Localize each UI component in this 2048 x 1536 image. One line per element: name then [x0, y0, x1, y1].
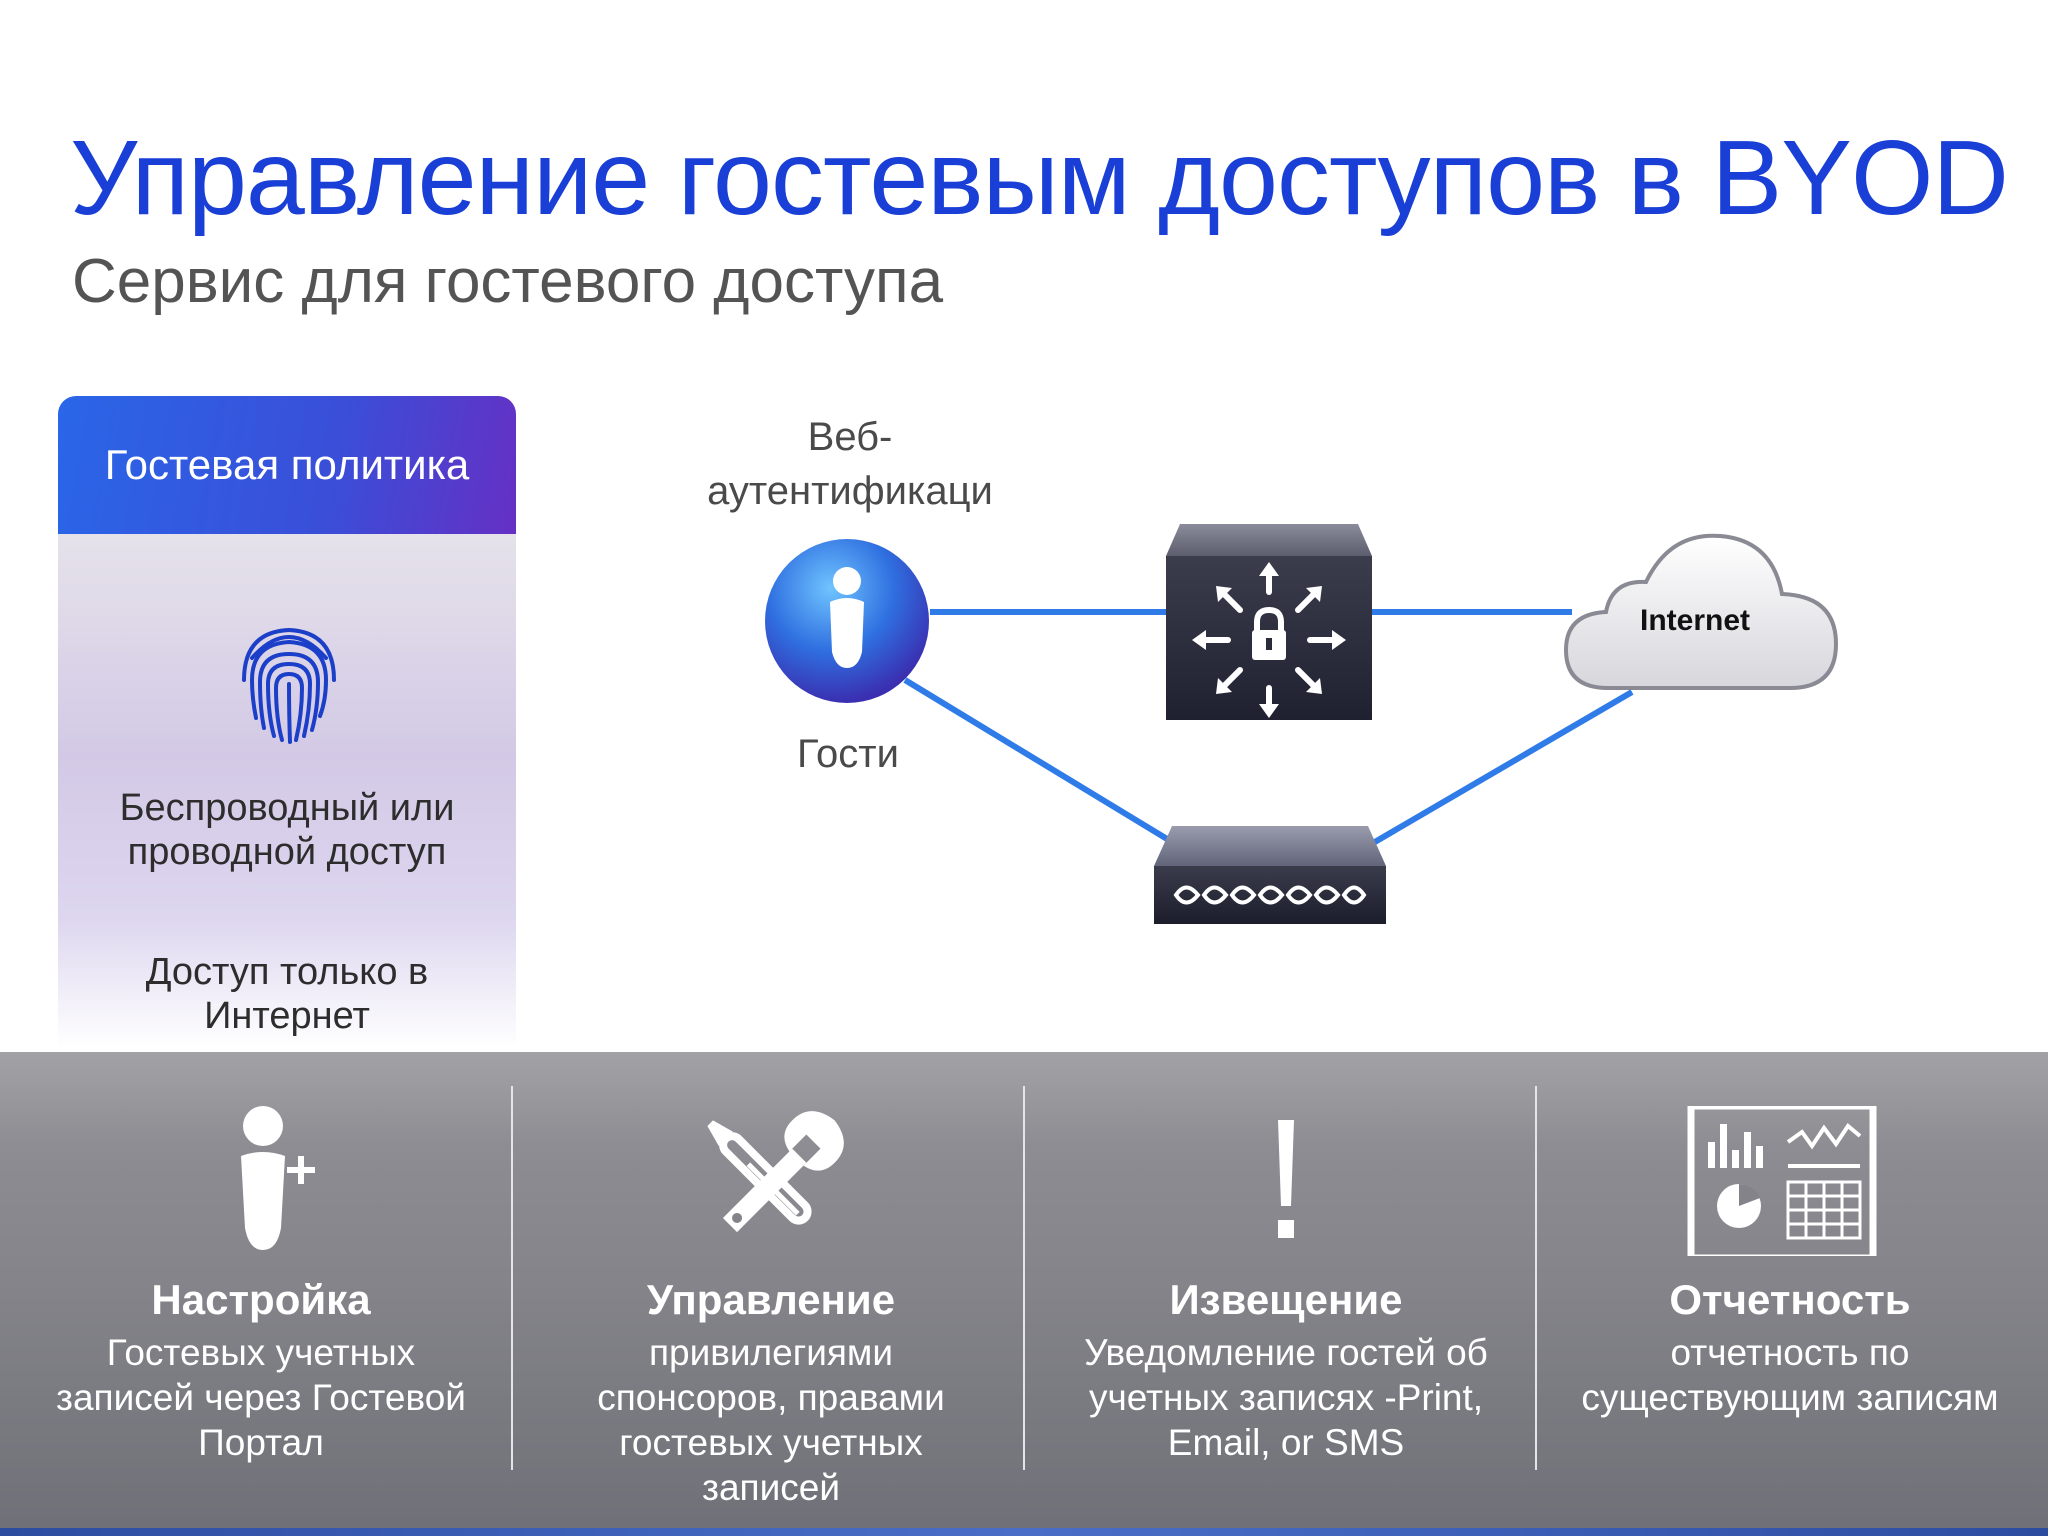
exclamation-icon: [1278, 1120, 1294, 1238]
feature-setup: Настройка Гостевых учетных записей через…: [5, 1052, 517, 1528]
report-icon: [1687, 1106, 1877, 1256]
user-icon: [765, 539, 929, 703]
feature-management-heading: Управление: [646, 1276, 896, 1323]
policy-internet-only-text: Доступ только в Интернет: [145, 951, 429, 1037]
tools-icon: [707, 1111, 844, 1233]
internet-cloud-label: Internet: [1640, 604, 1751, 637]
feature-reporting-description: отчетность по существующим записям: [1581, 1332, 1999, 1418]
slide-subtitle: Сервис для гостевого доступа: [72, 247, 944, 316]
slide-title: Управление гостевым доступов в BYOD: [70, 119, 2009, 237]
feature-reporting: Отчетность отчетность по существующим за…: [1534, 1052, 2046, 1528]
feature-divider-1: [511, 1086, 513, 1470]
feature-divider-2: [1023, 1086, 1025, 1470]
feature-setup-description: Гостевых учетных записей через Гостевой …: [56, 1332, 466, 1463]
guest-policy-panel: Гостевая политика Беспроводный или прово…: [58, 396, 516, 1048]
feature-reporting-heading: Отчетность: [1669, 1276, 1911, 1323]
feature-divider-3: [1535, 1086, 1537, 1470]
firewall-icon: [1166, 524, 1372, 720]
feature-notification-heading: Извещение: [1169, 1276, 1403, 1323]
cloud-icon: [1563, 533, 1839, 690]
guest-policy-header: Гостевая политика: [58, 396, 516, 534]
feature-notification-description: Уведомление гостей об учетных записях -P…: [1084, 1332, 1488, 1463]
web-auth-label: Веб- аутентификаци: [688, 410, 1012, 518]
link-guest-switch: [903, 677, 1174, 845]
band-strip: [0, 1528, 2048, 1536]
guests-label: Гости: [797, 732, 899, 776]
feature-management-description: привилегиями спонсоров, правами гостевых…: [597, 1332, 945, 1508]
web-auth-label-text: Веб- аутентификаци: [707, 415, 993, 513]
add-user-icon: [241, 1106, 315, 1250]
feature-management: Управление привилегиями спонсоров, права…: [515, 1052, 1027, 1528]
policy-access-type-text: Беспроводный или проводной доступ: [119, 787, 455, 873]
feature-notification: Извещение Уведомление гостей об учетных …: [1030, 1052, 1542, 1528]
feature-setup-heading: Настройка: [151, 1276, 371, 1323]
switch-icon: [1154, 826, 1386, 924]
fingerprint-icon: [242, 627, 336, 744]
link-switch-cloud: [1366, 689, 1634, 849]
